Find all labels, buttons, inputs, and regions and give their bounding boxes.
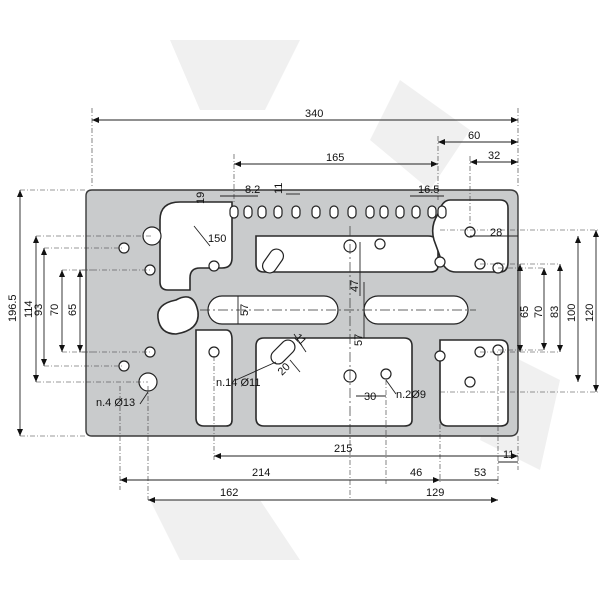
dim-bottom-53: 53 [474, 467, 486, 479]
top-slot-row [229, 205, 447, 219]
dim-slot-pitch: 8.2 [245, 184, 260, 196]
dim-bottom-129: 129 [426, 487, 444, 499]
note-holes-11: n.14 Ø11 [216, 377, 260, 389]
dim-overall-width: 340 [305, 108, 323, 120]
dim-right-28: 28 [490, 227, 502, 239]
dim-bottom-214: 214 [252, 467, 270, 479]
dim-top-right-pitch: 16.5 [418, 184, 439, 196]
dim-upper-left-150: 150 [208, 233, 226, 245]
diagonal-slot-lower [270, 339, 296, 365]
dim-right-83: 83 [549, 306, 561, 318]
dimension-arrowheads [17, 117, 599, 503]
dimension-labels: 340 60 32 165 8.2 11 19 16.5 150 28 196.… [7, 108, 596, 499]
round-holes [118, 226, 504, 392]
dim-right-60: 60 [468, 130, 480, 142]
dim-bottom-215: 215 [334, 443, 352, 455]
dim-vertical-57: 57 [353, 334, 365, 346]
dim-right-100: 100 [566, 304, 578, 322]
dim-slot-47: 47 [349, 280, 361, 292]
diagonal-slot-upper [261, 248, 285, 274]
center-lines [200, 226, 476, 440]
dim-right-32: 32 [488, 150, 500, 162]
dim-slot-width: 11 [273, 183, 285, 194]
dim-left-114: 114 [23, 300, 35, 318]
note-holes-13: n.4 Ø13 [96, 397, 135, 409]
watermark-logo [150, 40, 560, 560]
dim-right-65: 65 [519, 306, 531, 318]
dim-top-165: 165 [326, 152, 344, 164]
dim-mid-30: 30 [364, 391, 376, 403]
dim-left-93: 93 [33, 304, 45, 316]
dim-left-196-5: 196.5 [7, 294, 19, 322]
dim-bottom-11: 11 [503, 449, 514, 461]
note-holes-9: n.2Ø9 [396, 389, 426, 401]
dim-slot-57: 57 [239, 304, 251, 316]
dim-right-70: 70 [533, 306, 545, 318]
dim-top-edge: 19 [195, 192, 207, 204]
dim-bottom-162: 162 [220, 487, 238, 499]
dimension-lines [19, 119, 597, 501]
dim-bottom-46: 46 [410, 467, 422, 479]
dim-right-120: 120 [584, 304, 596, 322]
dim-left-70: 70 [49, 304, 61, 316]
dim-left-65: 65 [67, 304, 79, 316]
